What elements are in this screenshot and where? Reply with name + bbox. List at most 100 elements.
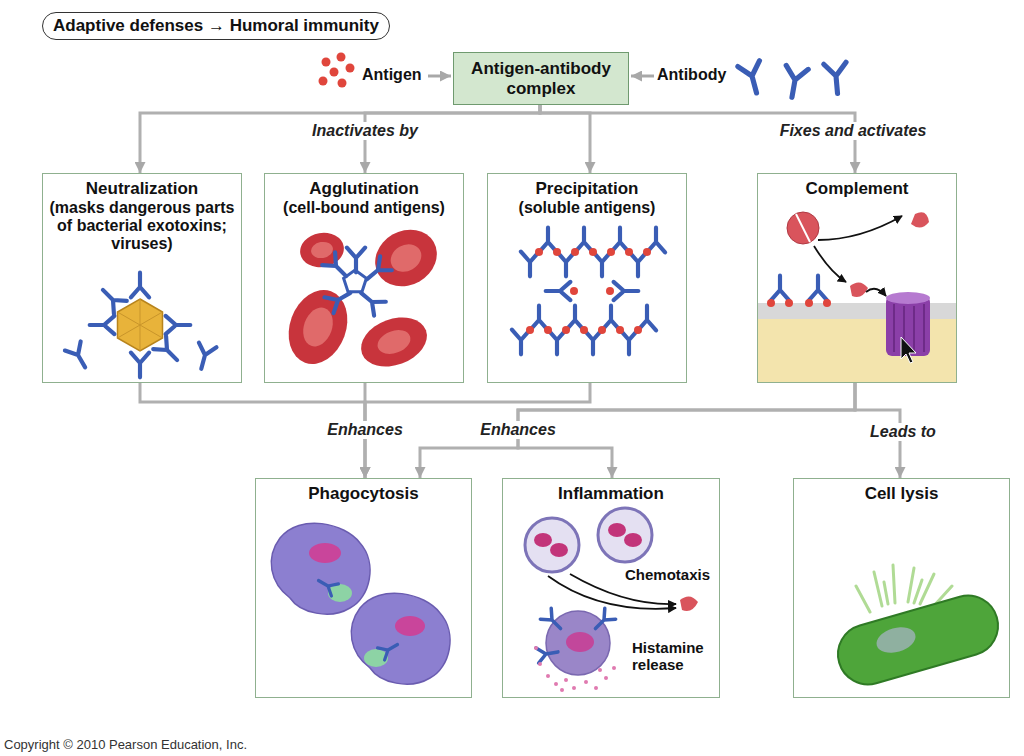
agglutination-cells [374,326,413,358]
virus-neutralization [193,343,217,372]
antibody-icons [824,62,849,94]
antigen-label: Antigen [362,66,422,84]
virus-neutralization [118,299,163,351]
complement-membrane [809,276,827,301]
node-heading: Agglutination [271,179,457,199]
precipitation-lattice [629,252,647,277]
node-heading: Antigen-antibody complex [460,59,622,98]
precipitation-lattice [606,287,614,295]
precipitation-lattice [602,306,620,331]
antigen-dots [319,53,355,88]
inflammation-cells [624,533,642,547]
complement-membrane [814,246,846,282]
inflammation-cells [534,646,538,650]
precipitation-lattice [625,248,633,256]
agglutination-cells [279,219,448,376]
inflammation-cells [598,668,602,672]
virus-neutralization [153,336,183,366]
precipitation-lattice [580,326,588,334]
inflammation-cells [572,686,576,690]
complement-membrane [901,337,916,363]
lysed-bacterium [908,568,914,602]
antibody-icons [781,65,808,99]
process-box: Cell lysis [793,478,1010,698]
inflammation-cells [540,608,566,634]
complement-membrane [823,299,831,307]
node-text: (masks dangerous parts of bacterial exot… [49,199,235,254]
node-heading: Inflammation [509,484,713,504]
precipitation-lattice [638,306,656,331]
complement-membrane [758,212,956,382]
title-pill: Adaptive defenses → Humoral immunity [42,12,390,40]
process-box: Inflammation [502,478,720,698]
complement-membrane [866,289,886,296]
complement-membrane [796,214,810,242]
branch-label: Enhances [477,421,559,439]
inflammation-cells [590,608,616,634]
precipitation-lattice [530,306,548,331]
agglutination-cells [365,219,447,298]
connector-arrow [518,383,855,478]
complement-membrane [767,299,831,307]
antigen-dots [319,77,328,86]
inflammation-cells [594,686,598,690]
antigen-dots [330,68,339,77]
precipitation-lattice [544,326,552,334]
virus-neutralization [96,283,126,313]
agglutination-cells [354,309,434,375]
precipitation-lattice [634,326,642,334]
node-heading: Neutralization [49,179,235,199]
process-box: Agglutination(cell-bound antigens) [264,173,464,383]
complex-box: Antigen-antibody complex [453,52,629,105]
antigen-dots [337,53,346,62]
complement-membrane [911,212,929,227]
precipitation-lattice [562,326,570,334]
lysed-bacterium [893,565,895,603]
edge-label: Fixes and activates [777,122,930,140]
inflammation-cells [564,678,568,682]
inflammation-cells [546,674,550,678]
input-arrows [631,75,654,78]
precipitation-lattice [553,248,561,256]
lysed-bacterium [873,623,918,657]
phagocyte-cells [378,638,401,660]
inflammation-cells [546,611,610,675]
agglutination-cells [361,256,392,286]
agglutination-cells [324,285,354,313]
illustration-label: Histamine release [632,639,718,674]
process-box: Complement [757,173,957,383]
virus-neutralization [118,299,163,351]
complement-membrane [805,299,813,307]
precipitation-lattice [607,248,615,256]
antibody-label: Antibody [657,66,726,84]
lysed-bacterium [874,572,882,606]
precipitation-lattice [593,252,611,277]
inflammation-cells [534,533,552,547]
precipitation-lattice [611,228,629,253]
inflammation-cells [560,688,564,692]
process-box: Phagocytosis [255,478,472,698]
antigen-dots [322,58,331,67]
agglutination-cells [310,240,334,260]
inflammation-cells [525,518,579,572]
complement-membrane [818,216,902,240]
antigen-dots [346,64,355,73]
phagocyte-cells [271,523,370,614]
inflammation-cells [584,680,588,684]
virus-neutralization [65,341,93,371]
node-text: (soluble antigens) [494,199,680,217]
node-heading: Phagocytosis [262,484,465,504]
phagocyte-cells [351,593,450,684]
phagocyte-cells [395,616,425,636]
agglutination-cells [365,219,447,298]
process-box: Neutralization(masks dangerous parts of … [42,173,242,383]
complement-membrane [767,299,775,307]
precipitation-lattice [566,306,584,331]
inflammation-cells [536,644,559,663]
lysed-bacterium [856,586,870,612]
antibody-icons [738,61,768,96]
inflammation-cells [608,523,626,537]
